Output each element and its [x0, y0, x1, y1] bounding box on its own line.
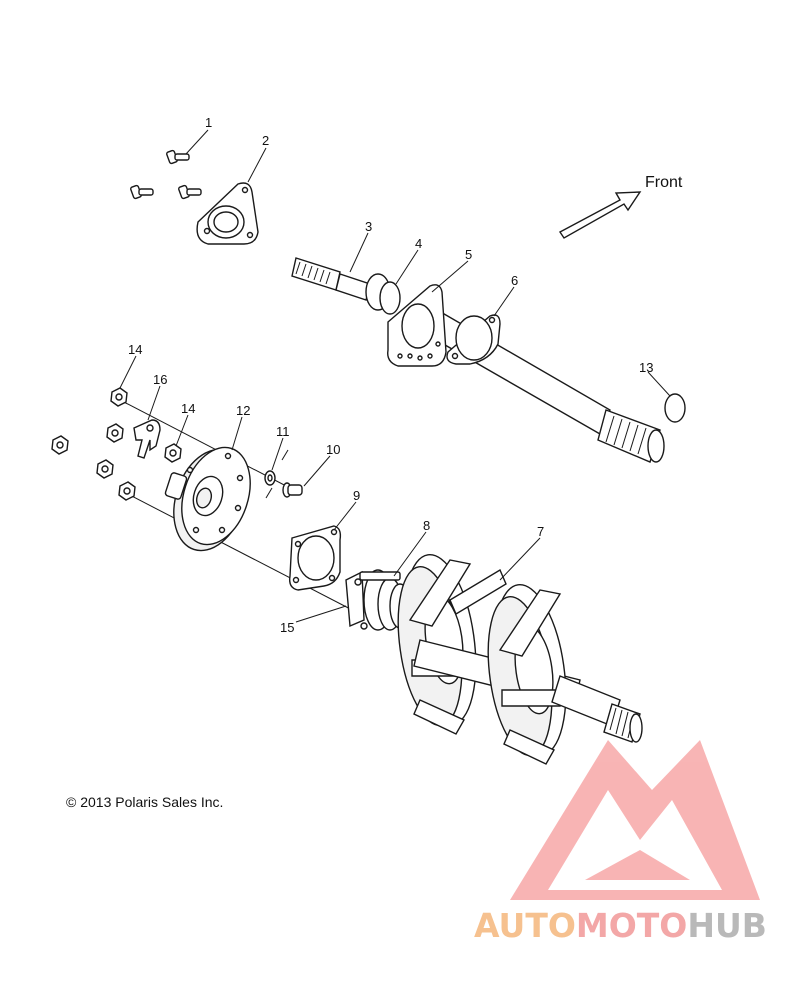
nut-left-a-icon [51, 435, 69, 455]
bearing-flange-5-icon [387, 284, 447, 367]
callout-9: 9 [353, 488, 360, 503]
callout-11: 11 [276, 424, 290, 439]
callout-7: 7 [537, 524, 544, 539]
flange-plate-2-icon [196, 182, 259, 245]
front-arrow-icon [558, 191, 642, 239]
assembly-axis-line [119, 399, 291, 489]
watermark-logo [510, 740, 760, 900]
callout-14a: 14 [128, 342, 142, 357]
nut-left-d-icon [118, 481, 136, 501]
callout-2: 2 [262, 133, 269, 148]
assembly-axis-line-2 [119, 489, 361, 615]
brand-moto: MOTO [575, 906, 688, 945]
bolt-1c-icon [178, 184, 202, 200]
bracket-16-icon [133, 419, 161, 459]
pin-10-icon [282, 482, 303, 498]
drive-sprocket-7-icon [397, 554, 643, 765]
callout-15: 15 [280, 620, 294, 635]
hub-plate-12-icon [164, 446, 251, 552]
callout-1: 1 [205, 115, 212, 130]
brand-auto: AUTO [474, 906, 576, 945]
callout-10: 10 [326, 442, 340, 457]
flange-gasket-6-icon [446, 314, 501, 365]
callout-4: 4 [415, 236, 422, 251]
bolt-1b-icon [130, 184, 154, 200]
nut-left-b-icon [106, 423, 124, 443]
dash-11b-icon [265, 487, 273, 499]
callout-12: 12 [236, 403, 250, 418]
callout-6: 6 [511, 273, 518, 288]
watermark-brand: AUTOMOTOHUB [474, 906, 767, 945]
front-label: Front [645, 174, 683, 191]
callout-16: 16 [153, 372, 167, 387]
copyright-notice: © 2013 Polaris Sales Inc. [66, 794, 224, 810]
nut-14b-icon [164, 443, 182, 463]
dash-11-icon [281, 449, 289, 461]
leader-lines [119, 129, 671, 623]
nut-14a-icon [110, 387, 128, 407]
callout-8: 8 [423, 518, 430, 533]
bearing-4-icon [365, 273, 401, 315]
washer-11-icon [264, 470, 276, 486]
nut-left-c-icon [96, 459, 114, 479]
callout-14b: 14 [181, 401, 195, 416]
callout-3: 3 [365, 219, 372, 234]
brand-hub: HUB [687, 906, 767, 945]
gasket-9-icon [288, 525, 342, 591]
bolt-1a-icon [166, 149, 190, 165]
callout-13: 13 [639, 360, 653, 375]
callout-5: 5 [465, 247, 472, 262]
o-ring-13-icon [664, 393, 686, 423]
